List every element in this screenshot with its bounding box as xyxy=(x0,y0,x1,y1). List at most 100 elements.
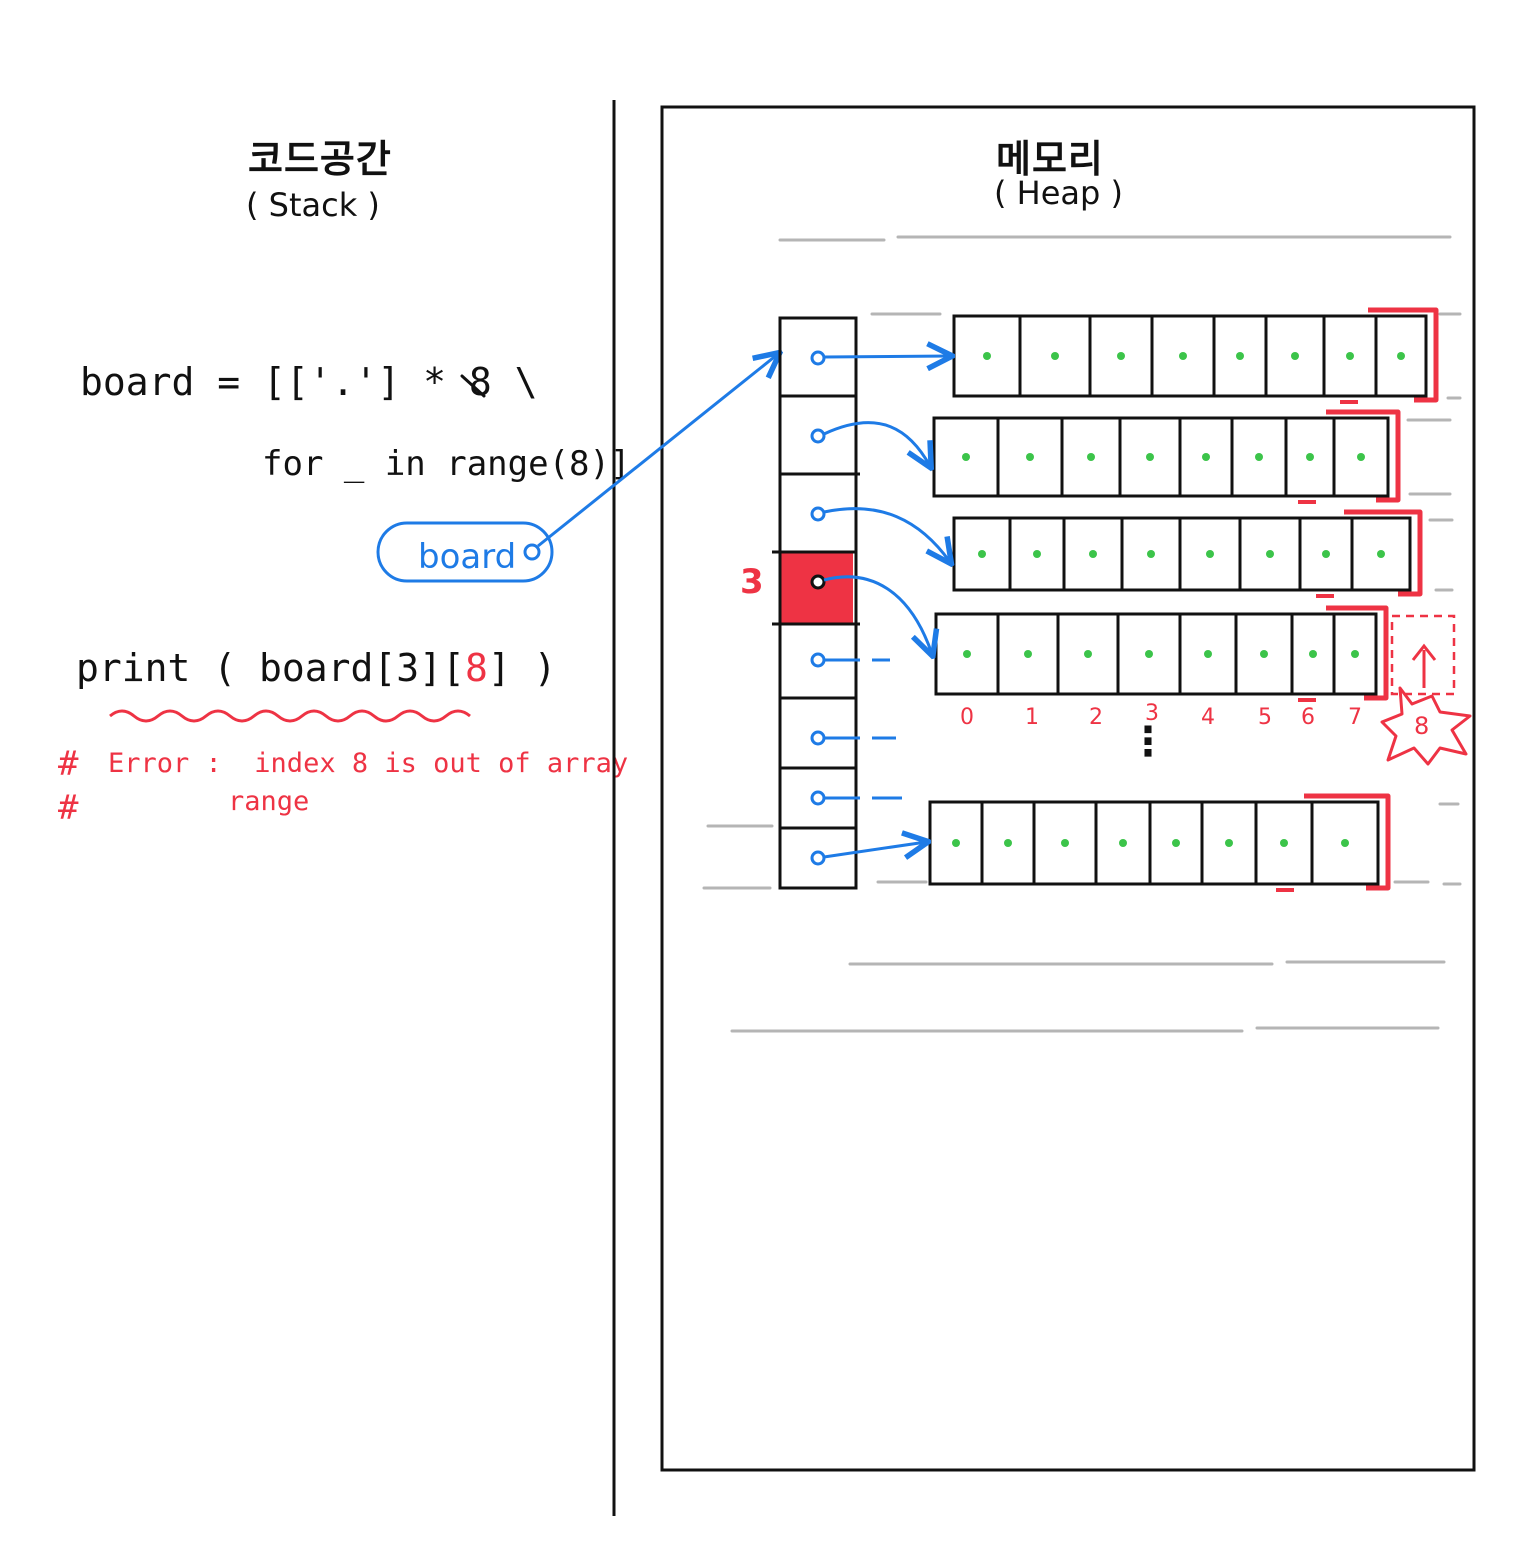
memory-lines xyxy=(702,235,1462,1033)
overflow-index-label: 8 xyxy=(1414,712,1429,740)
inner-row xyxy=(952,509,1423,598)
last-cell-bracket xyxy=(1304,793,1391,891)
slot-pointer-dot xyxy=(810,506,826,522)
cell-value-dot xyxy=(1357,453,1365,461)
cell-value-dot xyxy=(1084,650,1092,658)
column-index-label: 2 xyxy=(1089,705,1103,730)
slot-pointer-dot xyxy=(810,730,826,746)
cell-value-dot xyxy=(1061,839,1069,847)
cell-value-dot xyxy=(1377,550,1385,558)
column-index-label: 5 xyxy=(1258,705,1272,730)
cell-value-dot xyxy=(1024,650,1032,658)
cell-value-dot xyxy=(1202,453,1210,461)
board-pointer-arrow xyxy=(537,354,778,548)
error-text-2: range xyxy=(228,786,310,817)
heap-subtitle: ( Heap ) xyxy=(994,174,1123,212)
inner-row xyxy=(928,793,1391,892)
print-index: 8 xyxy=(464,646,488,690)
column-index-label: 0 xyxy=(960,705,974,730)
column-index-labels: 0 1 2 3 4 5 6 7 xyxy=(960,701,1362,730)
line-continuation-backslash xyxy=(460,374,486,398)
column-index-label: 1 xyxy=(1025,705,1039,730)
cell-value-dot xyxy=(1026,453,1034,461)
cell-value-dot xyxy=(1351,650,1359,658)
error-hash-2: # xyxy=(58,788,79,828)
print-suffix: ] ) xyxy=(487,646,557,690)
column-index-label: 7 xyxy=(1348,705,1362,730)
cell-value-dot xyxy=(1179,352,1187,360)
stack-subtitle: ( Stack ) xyxy=(246,186,380,224)
heap-frame xyxy=(660,105,1476,1472)
slot-pointer-dot xyxy=(810,790,826,806)
stack-title: 코드공간 xyxy=(248,137,392,181)
column-index-label: 6 xyxy=(1301,705,1315,730)
column-index-label: 4 xyxy=(1201,705,1215,730)
cell-value-dot xyxy=(983,352,991,360)
cell-value-dot xyxy=(1260,650,1268,658)
cell-value-dot xyxy=(1266,550,1274,558)
print-prefix: print ( board[3][ xyxy=(76,646,465,690)
error-hash-1: # xyxy=(58,744,79,784)
cell-value-dot xyxy=(1117,352,1125,360)
slot-pointer-dot xyxy=(810,428,826,444)
last-cell-bracket xyxy=(1326,409,1401,503)
cell-value-dot xyxy=(963,650,971,658)
overflow-arrow-head xyxy=(1411,643,1437,661)
cell-value-dot xyxy=(1309,650,1317,658)
cell-value-dot xyxy=(978,550,986,558)
cell-value-dot xyxy=(1236,352,1244,360)
cell-value-dot xyxy=(1146,453,1154,461)
slot-pointer-arrow xyxy=(823,356,950,357)
code-line-2: for _ in range(8)] xyxy=(262,444,631,484)
cell-value-dot xyxy=(962,453,970,461)
cell-value-dot xyxy=(1306,453,1314,461)
cell-value-dot xyxy=(1087,453,1095,461)
inner-row-frame xyxy=(952,516,1412,592)
inner-row xyxy=(932,409,1401,504)
cell-value-dot xyxy=(1204,650,1212,658)
slot-pointer-arrow xyxy=(823,842,926,857)
cell-value-dot xyxy=(1004,839,1012,847)
cell-value-dot xyxy=(1147,550,1155,558)
cell-value-dot xyxy=(1341,839,1349,847)
slot-pointer-arrow xyxy=(823,421,930,466)
inner-row xyxy=(952,307,1439,404)
code-line-1: board = [['.'] * 8 \ xyxy=(80,360,538,404)
cell-value-dot xyxy=(1033,550,1041,558)
cell-value-dot xyxy=(1172,839,1180,847)
ellipsis: ⋮ xyxy=(1128,719,1168,765)
cell-value-dot xyxy=(1346,352,1354,360)
cell-value-dot xyxy=(1089,550,1097,558)
cell-value-dot xyxy=(1145,650,1153,658)
slot-pointer-arrow xyxy=(823,507,950,562)
heap-title: 메모리 xyxy=(996,137,1104,181)
pointer-arrows xyxy=(810,352,950,866)
cell-value-dot xyxy=(1225,839,1233,847)
inner-row-frame xyxy=(932,416,1390,498)
inner-row xyxy=(934,605,1389,702)
slot-pointer-dot xyxy=(810,850,826,866)
last-cell-bracket xyxy=(1326,605,1389,701)
cell-value-dot xyxy=(952,839,960,847)
slot-pointer-arrow xyxy=(823,575,932,654)
column-index-label: 3 xyxy=(1145,701,1159,726)
print-statement: print ( board[3][8] ) xyxy=(76,646,556,690)
cell-value-dot xyxy=(1206,550,1214,558)
last-cell-bracket xyxy=(1368,307,1439,403)
cell-value-dot xyxy=(1255,453,1263,461)
cell-value-dot xyxy=(1119,839,1127,847)
slot-pointer-dot xyxy=(810,652,826,668)
inner-row-frame xyxy=(952,314,1428,398)
cell-value-dot xyxy=(1280,839,1288,847)
board-pointer-dot xyxy=(523,543,541,561)
slot-pointer-dot xyxy=(810,574,826,590)
overflow-ghost-cell xyxy=(1390,614,1456,696)
cell-value-dot xyxy=(1051,352,1059,360)
outer-array-frame xyxy=(778,316,858,890)
board-variable-label: board xyxy=(418,537,516,577)
inner-rows xyxy=(928,307,1439,892)
last-cell-bracket xyxy=(1344,509,1423,597)
board-variable-box xyxy=(376,521,554,583)
cell-value-dot xyxy=(1291,352,1299,360)
